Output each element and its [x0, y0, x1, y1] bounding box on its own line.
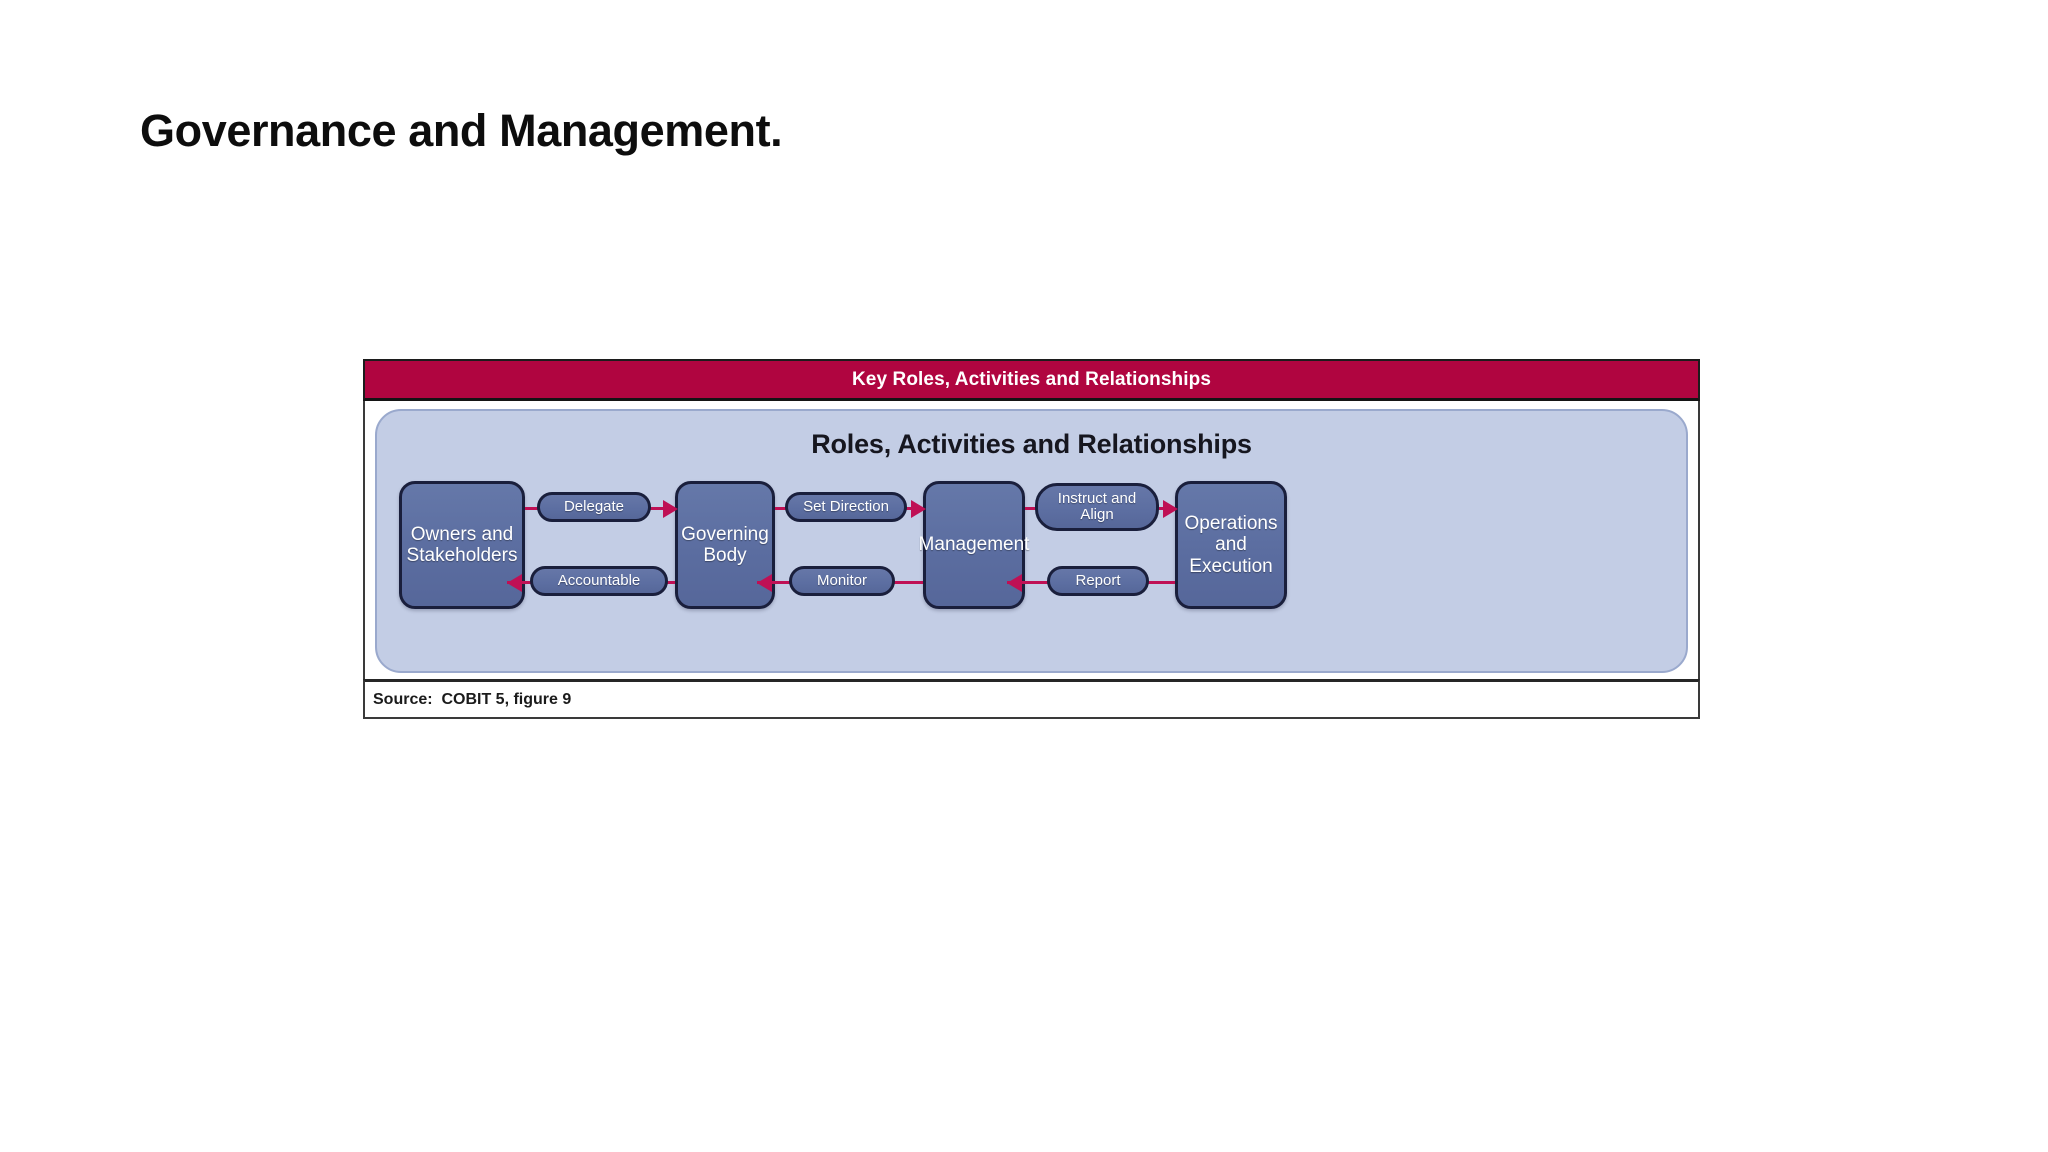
connector-label-delegate[interactable]: Delegate — [537, 492, 651, 522]
node-governing-body-label: Governing Body — [681, 523, 769, 566]
node-owners-and-stakeholders[interactable]: Owners and Stakeholders — [399, 481, 525, 609]
arrowhead-report — [1007, 574, 1022, 592]
figure-container: Key Roles, Activities and Relationships … — [363, 359, 1700, 719]
diagram-stage: Owners and Stakeholders Governing Body M… — [377, 481, 1686, 621]
page-title: Governance and Management. — [140, 105, 783, 156]
node-operations-and-execution[interactable]: Operations and Execution — [1175, 481, 1287, 609]
arrowhead-monitor — [757, 574, 772, 592]
node-operations-and-execution-label: Operations and Execution — [1184, 513, 1278, 577]
figure-body: Roles, Activities and Relationships — [363, 401, 1700, 679]
connector-label-instruct-and-align[interactable]: Instruct and Align — [1035, 483, 1159, 531]
arrowhead-set-direction — [911, 500, 926, 518]
figure-source-text: Source: COBIT 5, figure 9 — [373, 690, 572, 708]
arrowhead-accountable — [507, 574, 522, 592]
diagram-title: Roles, Activities and Relationships — [811, 429, 1252, 459]
node-governing-body[interactable]: Governing Body — [675, 481, 775, 609]
figure-header-bar: Key Roles, Activities and Relationships — [363, 359, 1700, 401]
connector-label-set-direction[interactable]: Set Direction — [785, 492, 907, 522]
node-owners-and-stakeholders-label: Owners and Stakeholders — [406, 523, 518, 566]
diagram-panel: Roles, Activities and Relationships — [375, 409, 1688, 673]
connector-label-accountable[interactable]: Accountable — [530, 566, 668, 596]
arrowhead-delegate — [663, 500, 678, 518]
node-management-label: Management — [918, 534, 1030, 556]
connector-label-monitor[interactable]: Monitor — [789, 566, 895, 596]
figure-header-title: Key Roles, Activities and Relationships — [851, 368, 1212, 390]
connector-label-report[interactable]: Report — [1047, 566, 1149, 596]
arrowhead-instruct — [1163, 500, 1178, 518]
figure-source-strip: Source: COBIT 5, figure 9 — [363, 679, 1700, 719]
